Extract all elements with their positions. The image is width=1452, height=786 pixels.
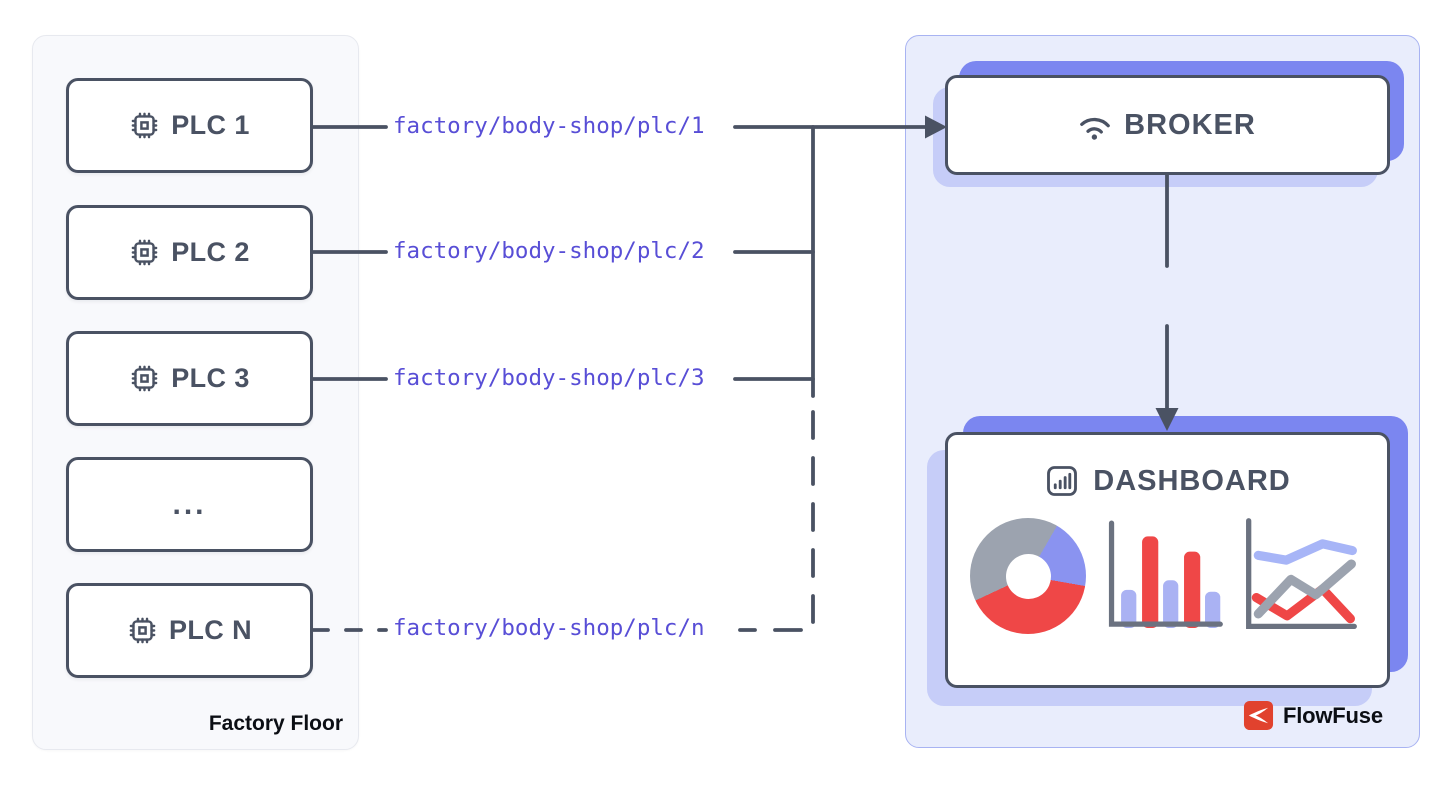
dashboard-node: DASHBOARD: [945, 432, 1390, 688]
topic-plc-2: factory/body-shop/plc/2: [393, 238, 705, 264]
cpu-icon: [129, 237, 160, 268]
dashboard-charts: [948, 499, 1387, 637]
plc-n-label: PLC N: [169, 615, 252, 645]
brand-lockup: FlowFuse: [1243, 700, 1383, 731]
rss-icon: [1073, 102, 1118, 147]
broker-label: BROKER: [1124, 108, 1256, 141]
dashboard-label: DASHBOARD: [1093, 464, 1291, 497]
topic-plc-n: factory/body-shop/plc/n: [393, 615, 705, 641]
cpu-icon: [129, 363, 160, 394]
topic-plc-3: factory/body-shop/plc/3: [393, 365, 705, 391]
plc-3-label: PLC 3: [171, 363, 250, 393]
line-chart-widget: [1241, 515, 1361, 637]
bar-chart-widget: [1102, 515, 1226, 637]
broker-node: BROKER: [945, 75, 1390, 175]
plc-2-label: PLC 2: [171, 237, 250, 267]
plc-n-node: PLC N: [66, 583, 313, 678]
ellipsis-label: ...: [172, 487, 207, 521]
topic-plc-1: factory/body-shop/plc/1: [393, 113, 705, 139]
plc-ellipsis-node: ...: [66, 457, 313, 552]
plc-1-label: PLC 1: [171, 110, 250, 140]
bar-chart-icon: [1044, 463, 1080, 499]
flowfuse-logo: [1243, 700, 1274, 731]
plc-3-node: PLC 3: [66, 331, 313, 426]
plc-1-node: PLC 1: [66, 78, 313, 173]
donut-hole: [1005, 553, 1051, 599]
cpu-icon: [127, 615, 158, 646]
brand-label: FlowFuse: [1283, 702, 1383, 728]
factory-floor-caption: Factory Floor: [208, 712, 343, 735]
cpu-icon: [129, 110, 160, 141]
donut-chart: [970, 518, 1086, 634]
plc-2-node: PLC 2: [66, 205, 313, 300]
